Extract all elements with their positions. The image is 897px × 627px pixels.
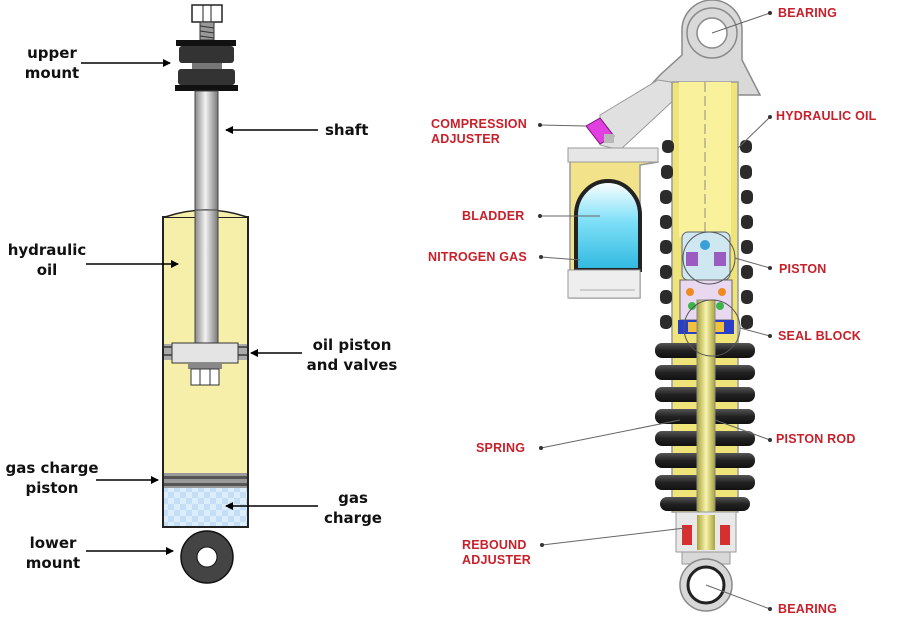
label-bladder: BLADDER (462, 209, 525, 223)
label-rebound-adjuster: REBOUND ADJUSTER (462, 538, 531, 567)
compression-adjuster-knob (585, 117, 615, 145)
upper-mount-bushings (175, 40, 238, 91)
left-arrows (81, 59, 318, 555)
label-piston-rod: PISTON ROD (776, 432, 856, 446)
bottom-bearing-eye (679, 558, 733, 612)
label-bearing-bottom: BEARING (778, 602, 838, 616)
top-nut (191, 4, 223, 41)
right-leader-lines (539, 12, 771, 610)
gas-charge-piston (164, 473, 247, 488)
label-lower-mount: lower mount (25, 534, 81, 572)
simple-shock-absorber (81, 4, 318, 584)
gas-reservoir (567, 147, 659, 299)
label-hydraulic-oil-right: HYDRAULIC OIL (776, 109, 877, 123)
oil-piston (164, 342, 247, 386)
label-spring: SPRING (476, 441, 526, 455)
label-gas-charge-piston: gas charge piston (5, 459, 99, 497)
piston-rod (696, 299, 716, 531)
label-hydraulic-oil: hydraulic oil (7, 241, 87, 279)
lower-mount-eye (180, 530, 234, 584)
coilover-shock-absorber (538, 0, 772, 612)
label-oil-piston-and-valves: oil piston and valves (306, 336, 398, 374)
gas-charge-region (164, 488, 247, 526)
rebound-adjuster-body (675, 511, 737, 565)
label-compression-adjuster: COMPRESSION ADJUSTER (431, 117, 527, 146)
label-shaft: shaft (325, 121, 369, 139)
label-piston: PISTON (779, 262, 827, 276)
label-upper-mount: upper mount (24, 44, 80, 82)
label-gas-charge: gas charge (323, 489, 382, 527)
label-bearing-top: BEARING (778, 6, 838, 20)
label-seal-block: SEAL BLOCK (778, 329, 862, 343)
label-nitrogen-gas: NITROGEN GAS (428, 250, 527, 264)
right-leader-dots (538, 11, 772, 611)
